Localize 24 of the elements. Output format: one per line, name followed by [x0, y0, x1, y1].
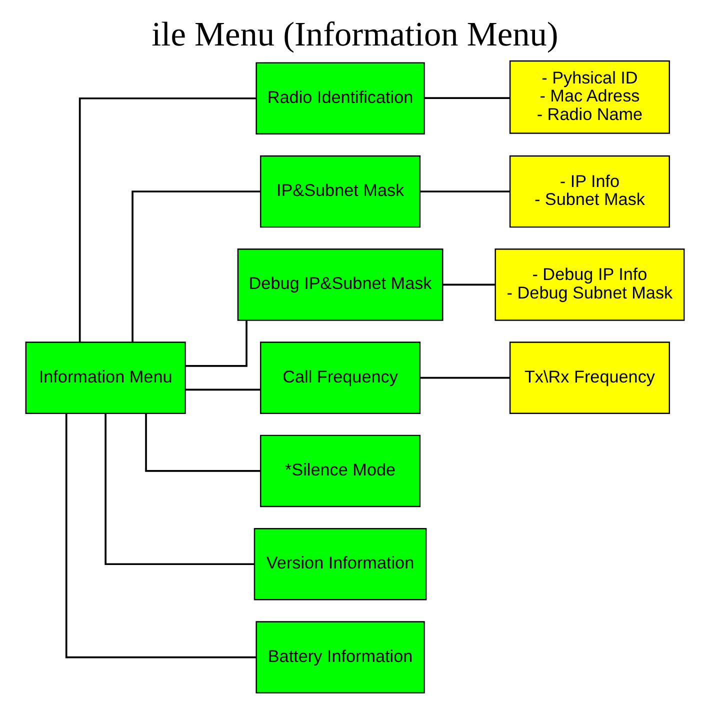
node-box: - IP Info - Subnet Mask — [508, 155, 670, 228]
node-box: Information Menu — [24, 342, 186, 414]
connector — [424, 97, 510, 99]
node-box: Call Frequency — [260, 342, 420, 414]
connector — [78, 97, 256, 342]
connector — [420, 376, 510, 379]
connector — [442, 284, 495, 286]
node-box: IP&Subnet Mask — [260, 155, 420, 228]
connector — [131, 190, 260, 342]
node-box: - Pyhsical ID - Mac Adress - Radio Name — [508, 60, 670, 134]
node-box: Tx\Rx Frequency — [508, 342, 670, 414]
node-box: Debug IP&Subnet Mask — [236, 248, 443, 321]
node-box: Battery Information — [255, 621, 424, 694]
node-box: - Debug IP Info - Debug Subnet Mask — [494, 248, 684, 321]
diagram-title: ile Menu (Information Menu) — [151, 16, 558, 54]
node-box: Radio Identification — [255, 62, 424, 135]
connector — [420, 190, 510, 192]
connector — [104, 414, 254, 566]
node-box: Version Information — [253, 528, 426, 600]
connector — [144, 414, 260, 472]
node-box: *Silence Mode — [260, 434, 420, 508]
connector — [184, 388, 260, 391]
connector — [64, 414, 256, 658]
connector — [185, 320, 247, 367]
